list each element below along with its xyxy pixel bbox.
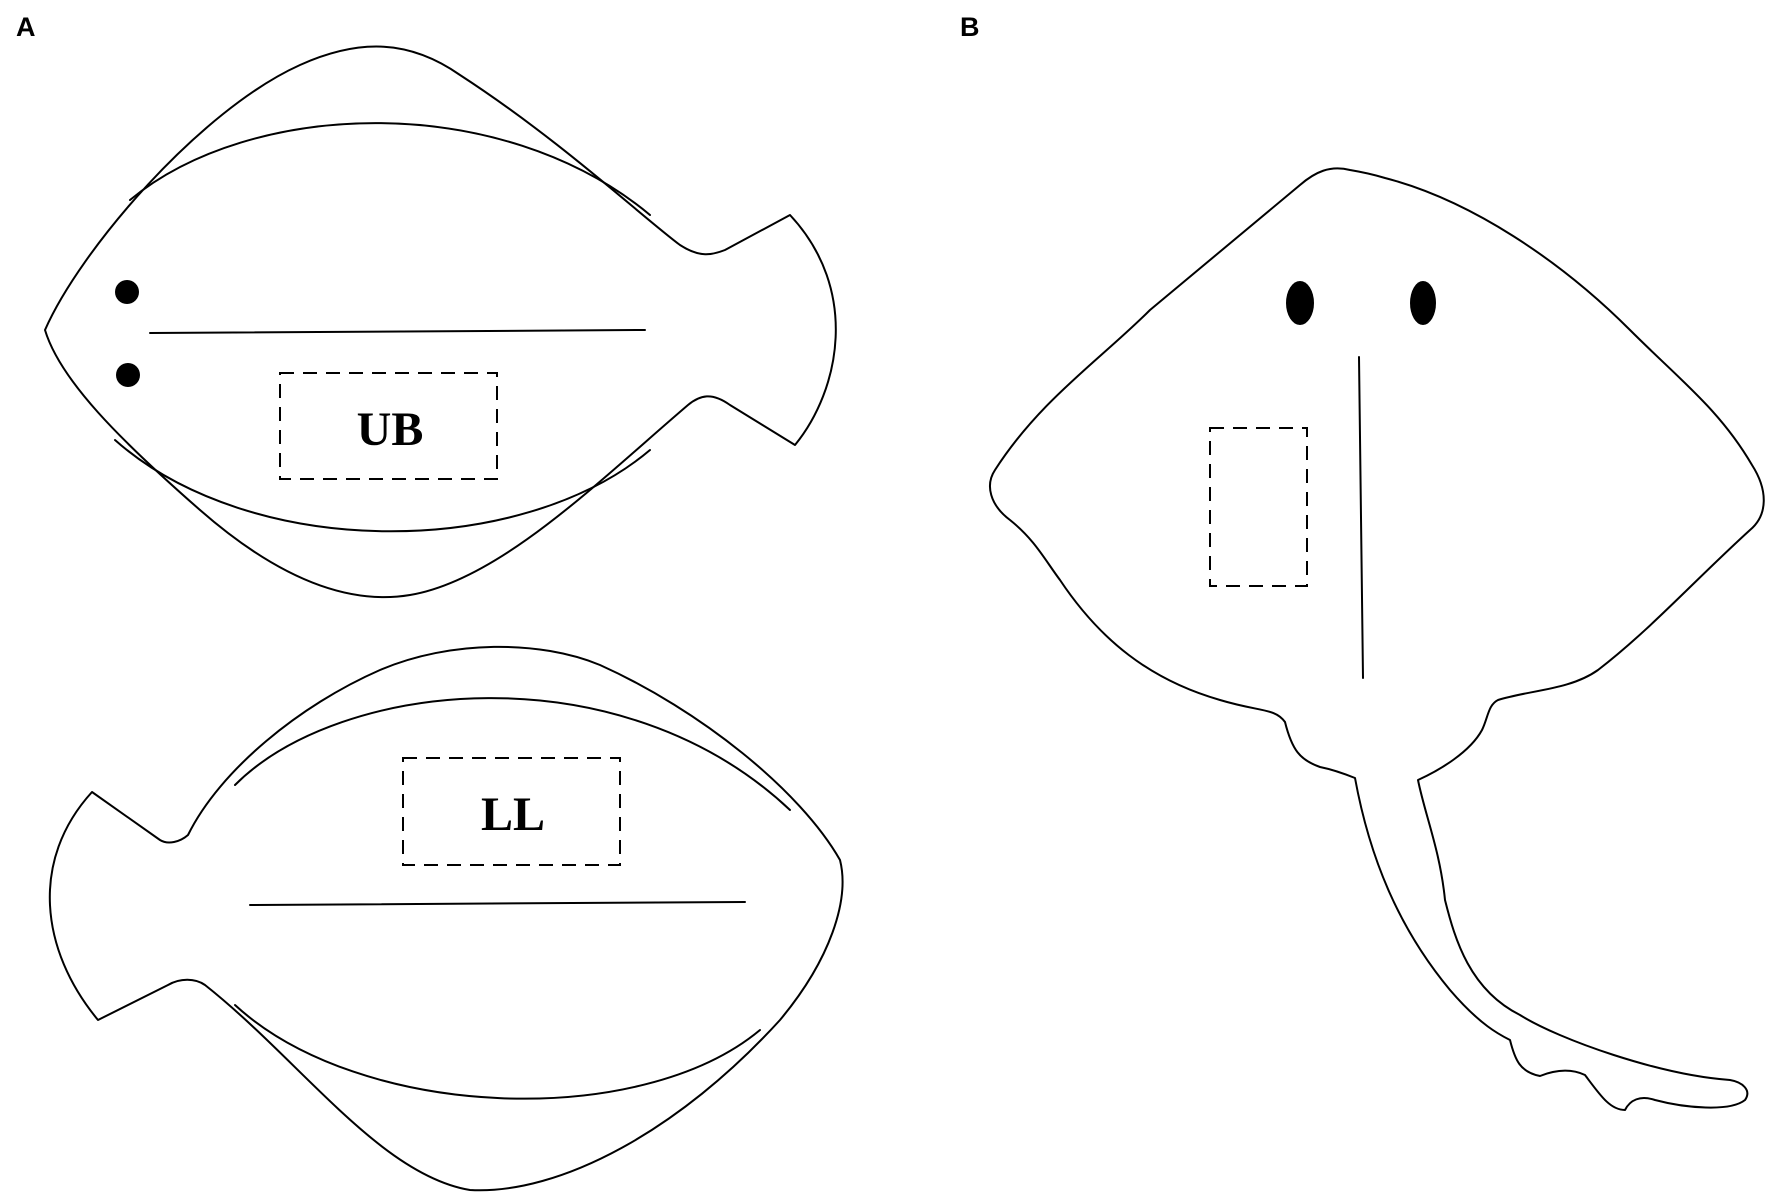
ray-disc-outline (989, 167, 1765, 1111)
ray-eye-right (1410, 281, 1436, 325)
flatfish-upper-fin-outline (44, 45, 837, 599)
sample-box-ub-label: UB (357, 403, 424, 456)
flatfish-lower-fin-outline (48, 645, 844, 1192)
flatfish-lower-lateral-line (249, 901, 746, 906)
flatfish-upper-eye-bottom (116, 363, 140, 387)
flatfish-upper-lateral-line (149, 329, 646, 334)
panel-label-a: A (16, 12, 36, 42)
sample-box-ray (1209, 427, 1308, 587)
sample-box-ll-label: LL (481, 788, 545, 841)
flatfish-lower-body-top (234, 697, 791, 811)
ray (989, 167, 1765, 1111)
panel-label-b: B (960, 12, 980, 42)
ray-eye-left (1286, 281, 1314, 325)
flatfish-upper-eye-top (115, 280, 139, 304)
flatfish-lower-body-bottom (234, 1004, 761, 1100)
ray-midline (1358, 356, 1364, 679)
flatfish-upper-body-top (129, 122, 651, 216)
flatfish-upper-body-bottom (114, 439, 651, 533)
flatfish-lower: LL (48, 645, 844, 1192)
flatfish-upper: UB (44, 45, 837, 599)
